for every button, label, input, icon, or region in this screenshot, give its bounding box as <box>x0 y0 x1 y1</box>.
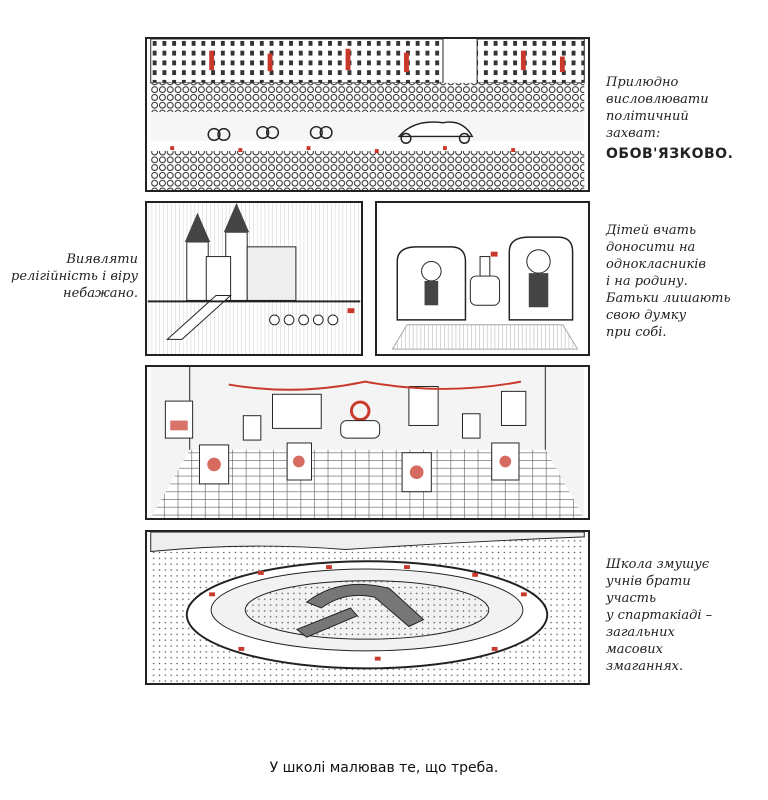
caption-religion: Виявляти релігійність і віру небажано. <box>11 251 138 302</box>
caption-line: релігійність і віру <box>11 269 138 284</box>
panel-stadium <box>145 530 590 685</box>
living-room-illustration <box>391 236 579 350</box>
caption-line: Батьки лишають <box>606 291 731 306</box>
caption-line: небажано. <box>63 286 138 301</box>
caption-informing: Дітей вчать доносити на однокласників і … <box>606 222 731 341</box>
parade-illustration <box>150 39 585 190</box>
caption-line: учнів брати <box>606 574 691 589</box>
panel-church <box>145 201 363 356</box>
caption-line: і на родину. <box>606 274 688 289</box>
caption-spartakiad: Школа змушує учнів брати участь у спарта… <box>606 556 712 675</box>
caption-line: політичний <box>606 109 689 124</box>
panel-parade <box>145 37 590 192</box>
art-class-illustration <box>150 367 585 518</box>
caption-line: Прилюдно <box>606 75 679 90</box>
footer-caption: У школі малював те, що треба. <box>269 760 499 776</box>
stadium-illustration <box>150 532 585 683</box>
caption-parade: Прилюдно висловлювати політичний захват:… <box>606 74 733 163</box>
caption-line: свою думку <box>606 308 687 323</box>
caption-emphasis: ОБОВ'ЯЗКОВО. <box>606 146 734 162</box>
caption-line: участь <box>606 591 657 606</box>
caption-line: при собі. <box>606 325 667 340</box>
caption-line: масових <box>606 642 663 657</box>
caption-line: Дітей вчать <box>606 223 697 238</box>
caption-line: Школа змушує <box>606 557 710 572</box>
caption-line: захват: <box>606 126 661 141</box>
caption-line: однокласників <box>606 257 706 272</box>
caption-line: у спартакіаді – <box>606 608 713 623</box>
panel-living-room <box>375 201 590 356</box>
caption-line: загальних <box>606 625 675 640</box>
panel-art-class <box>145 365 590 520</box>
caption-line: доносити на <box>606 240 696 255</box>
caption-line: висловлювати <box>606 92 709 107</box>
caption-line: Виявляти <box>66 252 138 267</box>
church-illustration <box>147 203 361 354</box>
caption-line: змаганнях. <box>606 659 684 674</box>
